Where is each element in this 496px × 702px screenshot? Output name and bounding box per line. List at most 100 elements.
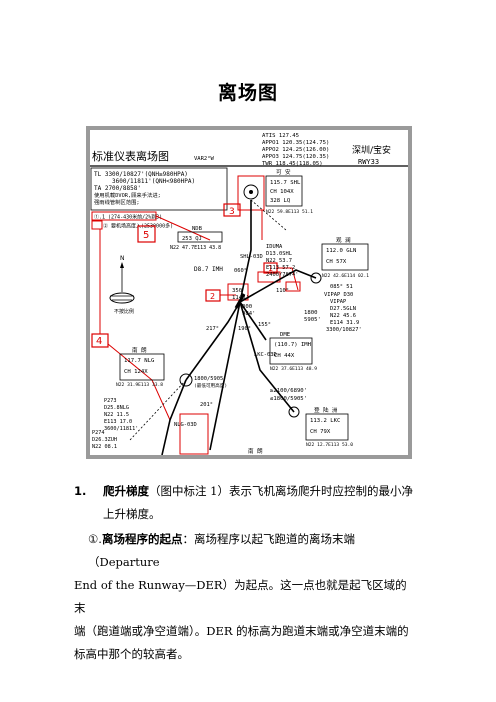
tl-line1: TL 3300/10827'(QNH≥980HPA) [94, 171, 188, 178]
page-title: 离场图 [217, 82, 278, 104]
chart-header-title: 标准仪表离场图 [92, 149, 169, 163]
vipap-name: VIPAP [330, 299, 346, 305]
callout-5: 5 [143, 230, 149, 241]
vipap-radial: 085° 51 [330, 284, 353, 290]
item-2-marker: ①. [88, 532, 102, 546]
route-nlg: NLG-03D [174, 422, 197, 428]
note-box-1-text: ①.1 (274-430米前/2%到3) [94, 214, 162, 221]
p273-name: P273 [104, 398, 117, 404]
dme-coord: N22 37.6E113 48.9 [270, 366, 317, 372]
airline-logo [109, 292, 135, 304]
radial-110: 110° [276, 288, 289, 294]
alt-5905: 5905' [304, 317, 321, 323]
iduma-lon: E113 57.2 [266, 265, 295, 271]
item-1-paren: （图中标注 1） [149, 484, 229, 498]
vipap-lat: N22 45.6 [330, 313, 356, 319]
route-lkc: LKC-03D [254, 352, 277, 358]
radial-217: 217° [206, 326, 219, 332]
p273-alt: 3600/11811' [104, 426, 138, 432]
vipap-label: VIPAP D30 [324, 292, 353, 298]
p273-dme: D25.8NLG [104, 405, 129, 411]
right-vor-channel: CH 57X [326, 259, 347, 265]
right-vor-symbol [310, 272, 322, 284]
chart-city: 深圳/宝安 [352, 144, 391, 156]
item-1-paragraph: 1. 爬升梯度（图中标注 1）表示飞机离场爬升时应控制的最小净 上升梯度。 [74, 480, 414, 526]
route-shl: SHL-03D [240, 254, 263, 260]
callout-2: 2 [210, 292, 215, 301]
item-1-term: 爬升梯度 [103, 484, 149, 498]
iduma-alt: 2400/7874' [266, 272, 298, 278]
hold-note: (最低可用高度) [194, 382, 227, 389]
left-vor-coord: N22 31.9E113 33.8 [116, 382, 163, 388]
radial-190: 190° [238, 326, 251, 332]
freq-twr: TWR 118.45(118.05) [262, 161, 323, 167]
item-2-line-4: 标高中那个的较高者。 [74, 647, 189, 661]
radial-060: 060° [234, 268, 247, 274]
item-2-line-3: 端（跑道端或净空道端）。DER 的标高为跑道末端或净空道末端的 [74, 624, 409, 638]
dme-channel: CH 44X [274, 353, 295, 359]
chart-image: 标准仪表离场图 VAR2°W ATIS 127.45 APPO1 120.35(… [86, 126, 412, 459]
top-vor-ndb: 328 LQ [270, 198, 291, 204]
p274-lat: N22 08.1 [92, 444, 117, 450]
departure-routes [161, 200, 317, 455]
departure-chart: 标准仪表离场图 VAR2°W ATIS 127.45 APPO1 120.35(… [90, 130, 408, 455]
ndb-label: NDB [192, 226, 203, 232]
p274-name: P274 [92, 430, 105, 436]
bottom-vor-name: 登 陆 洲 [314, 406, 338, 414]
left-vor-freq: 117.7 NLG [124, 358, 155, 364]
iduma-name: IDUMA [266, 244, 283, 250]
ndb-coord: N22 47.7E113 43.8 [170, 245, 221, 251]
vipap-dme: D27.5GLN [330, 306, 356, 312]
radial-201: 201° [200, 402, 213, 408]
bottom-vor-channel: CH 79X [310, 429, 331, 435]
left-vor-symbol [179, 373, 193, 387]
vipap-lon: E114 31.9 [330, 320, 359, 326]
right-vor-coord: N22 42.6E114 02.1 [322, 273, 369, 279]
alt-300: 300 [242, 304, 252, 310]
top-vor-channel: CH 104X [270, 189, 294, 195]
iduma-dme: D13.0SHL [266, 251, 292, 257]
note-line1: 使用机载DVOR,顾来手法进; [94, 191, 161, 199]
alt-350: 350 [232, 288, 242, 294]
alt-1800: 1800 [304, 310, 317, 316]
p273-lon: E113 17.0 [104, 419, 132, 425]
bottom-vor-symbol [288, 406, 300, 418]
item-1-number: 1. [74, 484, 87, 498]
alt-1800b: ≤1800/5905' [270, 396, 307, 402]
freq-atis: ATIS 127.45 [262, 133, 299, 139]
left-vor-channel: CH 124X [124, 369, 148, 375]
top-vor-freq: 115.7 SHL [270, 180, 301, 186]
bottom-vor-coord: N22 12.7E113 53.0 [306, 442, 353, 448]
hold-alt: 1800/5905' [194, 376, 226, 382]
right-vor-name: 观 澜 [336, 236, 351, 244]
p273-lat: N22 11.5 [104, 412, 129, 418]
right-vor-freq: 112.0 GLN [326, 248, 356, 254]
bottom-label: 南 朗 [248, 447, 263, 455]
radial-155: 155° [258, 322, 271, 328]
vipap-alt: 3300/10827' [326, 327, 362, 333]
item-1-text-continued: 上升梯度。 [103, 507, 161, 521]
top-vor-coord: N22 59.8E113 51.1 [266, 209, 313, 215]
item-1-text: 表示飞机离场爬升时应控制的最小净 [228, 484, 413, 498]
callout-4: 4 [96, 336, 102, 347]
bottom-vor-freq: 113.2 LKC [310, 418, 340, 424]
ndb-freq: 253 QJ [182, 236, 202, 242]
freq-app2: APPO2 124.25(126.00) [262, 147, 329, 153]
iduma-lat: N22 53.7 [266, 258, 292, 264]
north-label: N [120, 255, 125, 262]
d87-label: D8.7 IMH [194, 266, 223, 273]
item-2-text: ：离场程序以起飞跑道的离场末端（Departure [88, 532, 355, 569]
chart-runway: RWY33 [358, 158, 379, 166]
p274-dme: D26.3ZUH [92, 437, 117, 443]
item-2-paragraph: ①.离场程序的起点：离场程序以起飞跑道的离场末端（Departure End o… [74, 528, 414, 666]
alt-2100: ≥2100/6890' [270, 388, 307, 394]
item-2-term: 离场程序的起点 [101, 532, 183, 546]
tl-line2: 3600/11811'(QNH<980HPA) [112, 178, 195, 185]
note-line2: 强雨线管制区范围; [94, 198, 140, 206]
runway-symbol [234, 293, 246, 309]
dme-label: DME [280, 332, 291, 338]
callout-1: 1 [268, 264, 273, 273]
item-2-line-2: End of the Runway—DER）为起点。这一点也就是起飞区域的末 [74, 578, 407, 615]
freq-app1: APPO1 120.35(124.75) [262, 140, 329, 146]
freq-app3: APPO3 124.75(120.35) [262, 154, 329, 160]
